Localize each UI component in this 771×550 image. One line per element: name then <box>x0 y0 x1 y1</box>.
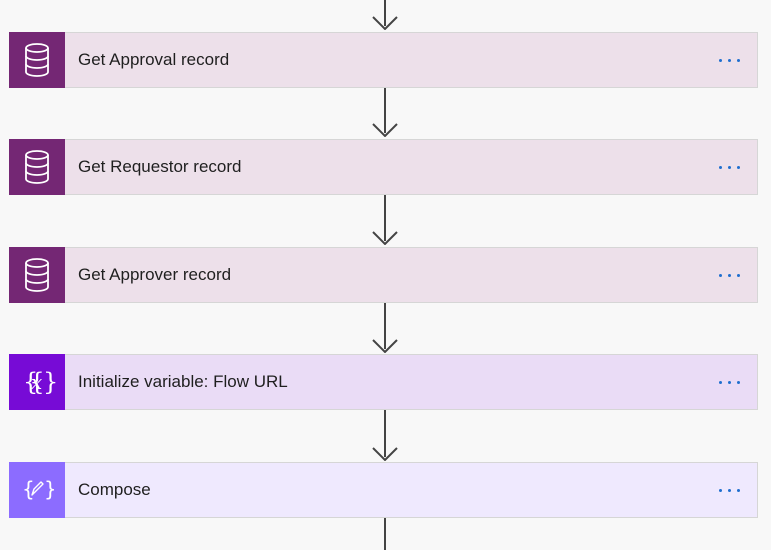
connector-line <box>384 518 386 550</box>
arrow-down-icon <box>372 231 398 245</box>
more-dots-icon <box>718 488 740 492</box>
flow-step-compose[interactable]: { } Compose <box>9 462 758 518</box>
arrow-down-icon <box>372 16 398 30</box>
connector-line <box>384 410 386 457</box>
more-options-button[interactable] <box>707 260 751 290</box>
step-title: Get Approval record <box>78 50 230 69</box>
step-icon-container <box>9 247 65 303</box>
more-dots-icon <box>718 380 740 384</box>
arrow-down-icon <box>372 123 398 137</box>
more-dots-icon <box>718 273 740 277</box>
step-icon-container <box>9 139 65 195</box>
svg-text:}: } <box>44 477 54 501</box>
flow-step-initialize-variable[interactable]: { { x } Initialize variable: Flow URL <box>9 354 758 410</box>
connector-line <box>384 88 386 133</box>
connector-line <box>384 303 386 349</box>
svg-text:{: { <box>29 368 44 396</box>
svg-text:}: } <box>43 368 57 396</box>
database-icon <box>25 258 49 292</box>
flow-step-get-approver-record[interactable]: Get Approver record <box>9 247 758 303</box>
step-title: Get Approver record <box>78 265 232 284</box>
step-title: Initialize variable: Flow URL <box>78 372 288 391</box>
arrow-down-icon <box>372 447 398 461</box>
more-options-button[interactable] <box>707 45 751 75</box>
svg-text:x: x <box>31 370 42 394</box>
svg-text:{: { <box>22 477 35 501</box>
step-title: Compose <box>78 480 151 499</box>
step-icon-container: { } <box>9 462 65 518</box>
svg-text:{: { <box>23 368 38 396</box>
more-options-button[interactable] <box>707 475 751 505</box>
more-dots-icon <box>718 58 740 62</box>
more-dots-icon <box>718 165 740 169</box>
database-icon <box>25 150 49 184</box>
flow-step-get-requestor-record[interactable]: Get Requestor record <box>9 139 758 195</box>
database-icon <box>25 43 49 77</box>
step-title: Get Requestor record <box>78 157 242 176</box>
compose-icon: { } <box>22 477 54 501</box>
connector-line <box>384 195 386 241</box>
connector-line <box>384 0 386 26</box>
more-options-button[interactable] <box>707 367 751 397</box>
flow-step-get-approval-record[interactable]: Get Approval record <box>9 32 758 88</box>
arrow-down-icon <box>372 339 398 353</box>
step-icon-container: { { x } <box>9 354 65 410</box>
step-icon-container <box>9 32 65 88</box>
variable-icon: { { x } <box>23 368 57 396</box>
more-options-button[interactable] <box>707 152 751 182</box>
